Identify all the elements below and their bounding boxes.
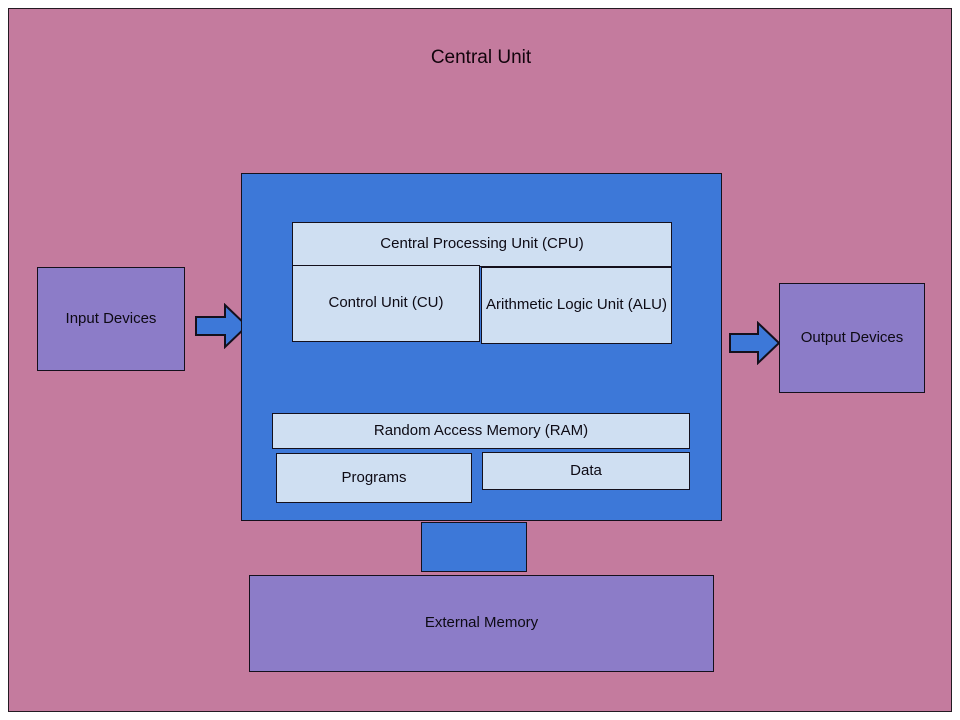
node-alu-label: Arithmetic Logic Unit (ALU) (486, 296, 667, 314)
page-title: Central Unit (430, 47, 532, 68)
node-data-label: Data (570, 461, 602, 479)
node-output-devices[interactable]: Output Devices (779, 283, 925, 393)
node-external-memory-label: External Memory (424, 614, 539, 632)
node-external-memory[interactable]: External Memory (249, 575, 714, 672)
node-programs-label: Programs (341, 468, 407, 486)
right-arrow-icon-input (195, 303, 249, 349)
node-control-unit-label: Control Unit (CU) (328, 294, 444, 312)
node-input-devices[interactable]: Input Devices (37, 267, 185, 371)
node-cpu-label: Central Processing Unit (CPU) (380, 235, 584, 253)
node-cpu[interactable]: Central Processing Unit (CPU) (292, 222, 672, 267)
node-ram-label: Random Access Memory (RAM) (373, 421, 589, 439)
node-output-devices-label: Output Devices (800, 328, 904, 346)
node-data[interactable]: Data (482, 452, 690, 490)
node-ram[interactable]: Random Access Memory (RAM) (272, 413, 690, 449)
node-programs[interactable]: Programs (276, 453, 472, 503)
node-alu[interactable]: Arithmetic Logic Unit (ALU) (481, 267, 672, 344)
diagram-canvas: Central Unit Input Devices Central Proce… (8, 8, 952, 712)
right-arrow-icon-output (729, 321, 781, 365)
memory-bus-connector (421, 522, 527, 572)
node-input-devices-label: Input Devices (65, 309, 157, 327)
node-control-unit[interactable]: Control Unit (CU) (292, 265, 480, 342)
